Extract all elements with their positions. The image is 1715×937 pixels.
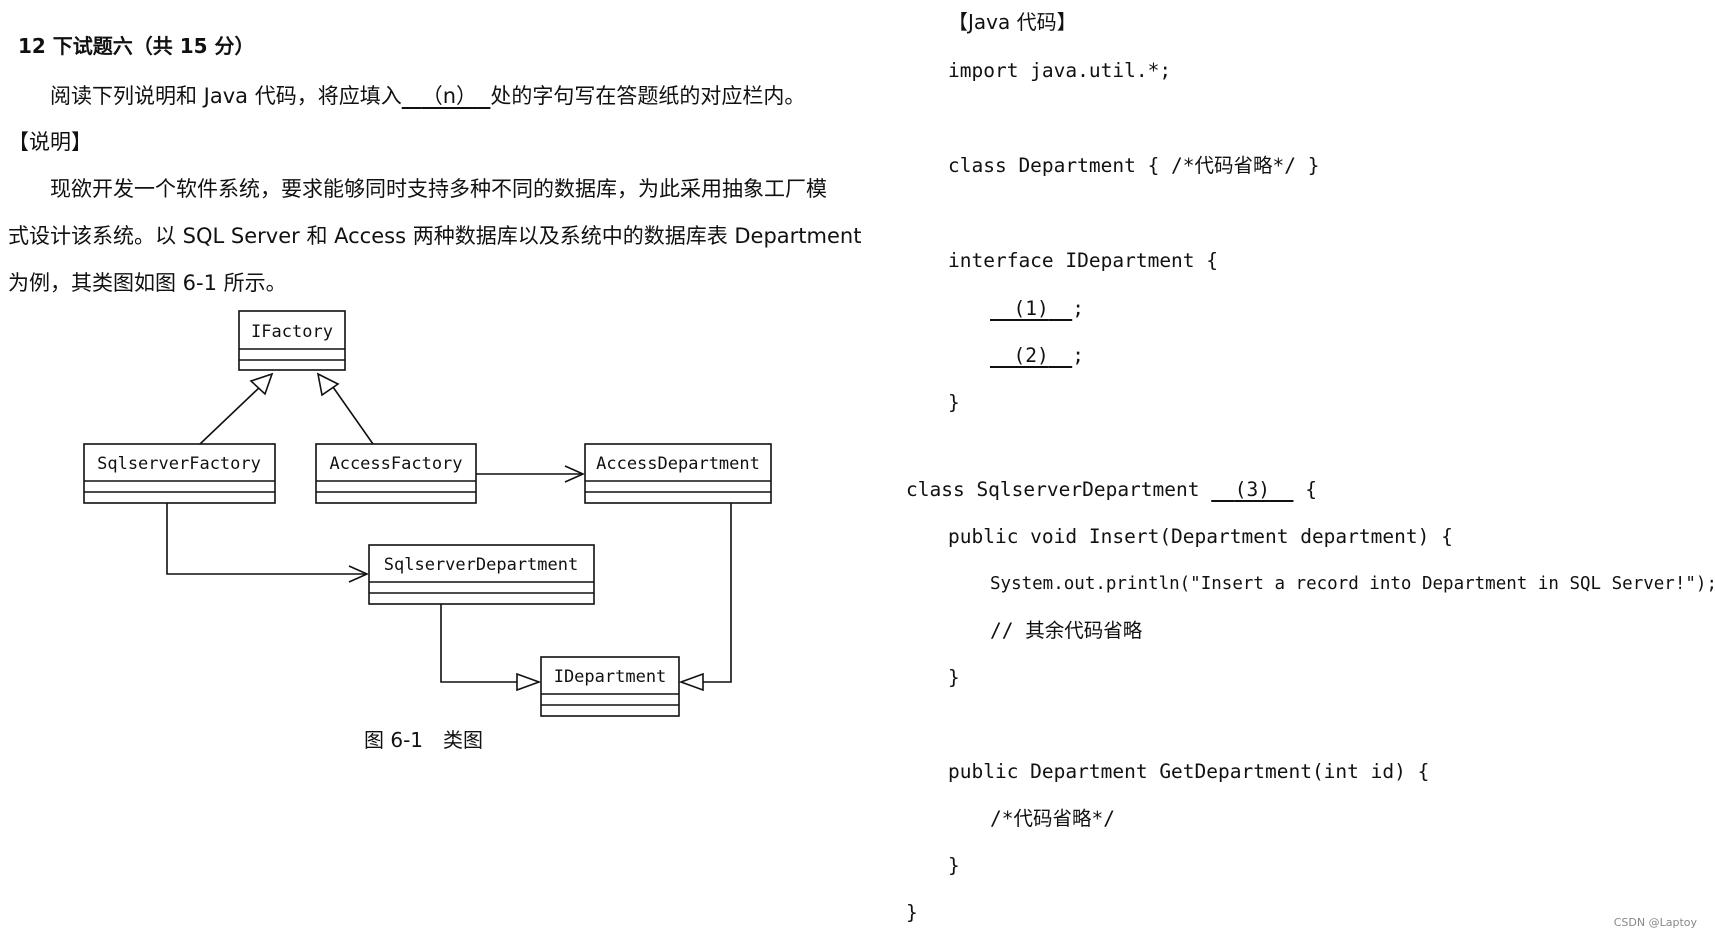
code-line-class-sqlserver: class SqlserverDepartment (3) { <box>906 478 1317 501</box>
class-name-access-department: AccessDepartment <box>596 454 760 474</box>
description-line-2: 式设计该系统。以 SQL Server 和 Access 两种数据库以及系统中的… <box>8 224 862 248</box>
class-box-access-factory <box>315 443 477 504</box>
code-line-interface-close: } <box>948 391 960 414</box>
instruction-text-after: 处的字句写在答题纸的对应栏内。 <box>490 84 806 108</box>
code-line-println: System.out.println("Insert a record into… <box>990 574 1715 594</box>
blank-3: (3) <box>1234 478 1270 501</box>
class-box-sqlserver-factory <box>83 443 276 504</box>
code-line-import: import java.util.*; <box>948 59 1172 82</box>
instruction-text-before: 阅读下列说明和 Java 代码，将应填入 <box>50 84 402 108</box>
generalization-sqlserver-factory <box>199 384 263 445</box>
question-panel: 12 下试题六（共 15 分） 阅读下列说明和 Java 代码，将应填入 （n）… <box>8 34 862 752</box>
class-box-sqlserver-department <box>368 544 595 605</box>
class-name-idepartment: IDepartment <box>554 667 667 687</box>
code-line-insert-close: } <box>948 666 960 689</box>
class-box-idepartment <box>540 656 680 717</box>
description-line-3: 为例，其类图如图 6-1 所示。 <box>8 271 287 295</box>
class-name-access-factory: AccessFactory <box>329 454 462 474</box>
class-name-sqlserver-department: SqlserverDepartment <box>384 555 578 575</box>
watermark: CSDN @Laptoy <box>1613 916 1697 929</box>
generalization-access-factory <box>332 386 374 445</box>
code-line-getdepartment-close: } <box>948 854 960 877</box>
figure-caption: 图 6-1 类图 <box>364 728 484 752</box>
code-line-blank-1: (1) ; <box>990 296 1083 322</box>
code-line-class-department: class Department { /*代码省略*/ } <box>948 154 1320 177</box>
instruction-line: 阅读下列说明和 Java 代码，将应填入 （n） 处的字句写在答题纸的对应栏内。 <box>50 83 805 109</box>
code-line-omit: /*代码省略*/ <box>990 807 1115 830</box>
code-line-insert: public void Insert(Department department… <box>948 525 1453 548</box>
blank-1: (1) <box>1013 297 1049 320</box>
instruction-blank: （n） <box>421 84 478 108</box>
code-header: 【Java 代码】 <box>948 10 1077 34</box>
code-line-interface: interface IDepartment { <box>948 249 1219 272</box>
description-line-1: 现欲开发一个软件系统，要求能够同时支持多种不同的数据库，为此采用抽象工厂模 <box>50 177 827 201</box>
class-name-sqlserver-factory: SqlserverFactory <box>97 454 261 474</box>
class-box-access-department <box>584 443 772 504</box>
code-line-comment: // 其余代码省略 <box>990 619 1143 642</box>
code-line-class-close: } <box>906 901 918 924</box>
code-panel: 【Java 代码】 import java.util.*; class Depa… <box>880 0 1715 937</box>
code-line-getdepartment: public Department GetDepartment(int id) … <box>948 760 1430 783</box>
section-label: 【说明】 <box>8 130 92 154</box>
dependency-sqlserver-factory <box>166 503 367 575</box>
realization-sqlserver-department <box>440 604 517 683</box>
blank-2: (2) <box>1013 344 1049 367</box>
question-title: 12 下试题六（共 15 分） <box>18 34 255 58</box>
realization-access-department <box>703 503 732 683</box>
class-name-ifactory: IFactory <box>251 322 333 342</box>
code-line-blank-2: (2) ; <box>990 343 1083 369</box>
class-diagram: IFactory SqlserverFactory AccessFactory … <box>83 310 772 717</box>
